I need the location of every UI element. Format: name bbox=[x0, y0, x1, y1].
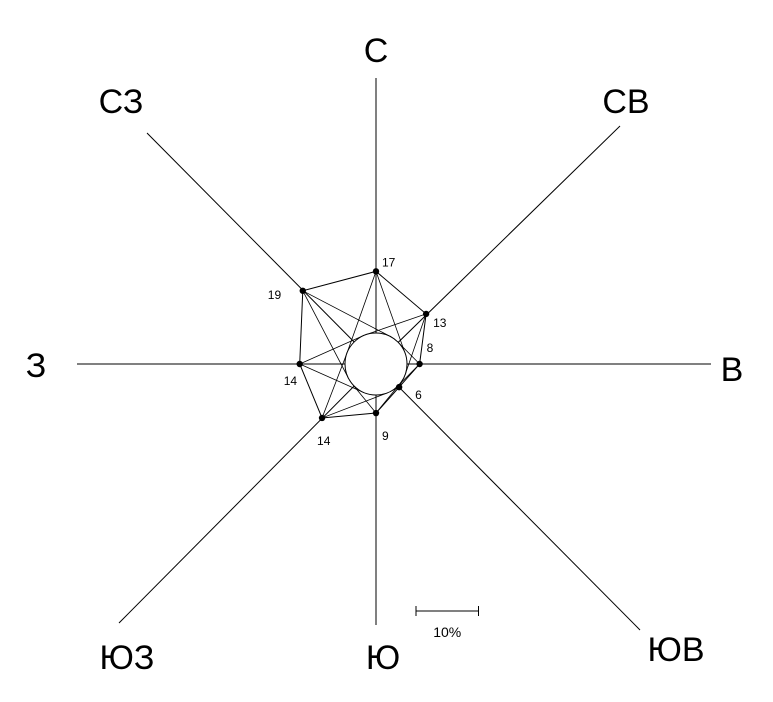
value-label-n: 17 bbox=[382, 255, 396, 269]
value-label-nw: 19 bbox=[268, 288, 282, 302]
data-point-n bbox=[372, 268, 380, 275]
scale-bar-label: 10% bbox=[433, 624, 461, 640]
value-labels: 17 13 8 6 9 14 14 19 bbox=[268, 255, 447, 448]
axis-nw bbox=[146, 132, 377, 365]
data-point-s bbox=[372, 409, 380, 417]
data-point-e bbox=[416, 360, 423, 368]
scale-bar: 10% bbox=[415, 606, 479, 640]
axis-ne bbox=[375, 125, 621, 365]
value-label-sw: 14 bbox=[317, 434, 331, 448]
center-circle bbox=[344, 332, 408, 396]
value-label-s: 9 bbox=[382, 429, 389, 443]
axis-sw bbox=[118, 363, 377, 624]
direction-labels: С СВ В ЮВ Ю ЮЗ З СЗ bbox=[26, 32, 744, 677]
value-label-w: 14 bbox=[284, 374, 298, 388]
direction-label-s: Ю bbox=[366, 639, 400, 677]
direction-label-w: З bbox=[26, 347, 47, 385]
data-point-se bbox=[395, 383, 403, 391]
value-label-se: 6 bbox=[415, 388, 422, 402]
value-label-ne: 13 bbox=[433, 316, 447, 330]
axis-se bbox=[375, 363, 641, 631]
data-point-ne bbox=[422, 310, 430, 318]
value-label-e: 8 bbox=[427, 341, 434, 355]
data-point-w bbox=[296, 360, 303, 368]
data-points bbox=[296, 268, 430, 422]
direction-label-e: В bbox=[721, 351, 744, 389]
direction-label-n: С bbox=[364, 32, 389, 70]
direction-label-sw: ЮЗ bbox=[100, 639, 155, 677]
direction-label-nw: СЗ bbox=[99, 83, 144, 121]
data-point-nw bbox=[299, 287, 306, 294]
direction-axes bbox=[77, 78, 711, 631]
data-point-sw bbox=[318, 414, 326, 422]
direction-label-se: ЮВ bbox=[647, 631, 704, 669]
direction-label-ne: СВ bbox=[602, 83, 649, 121]
